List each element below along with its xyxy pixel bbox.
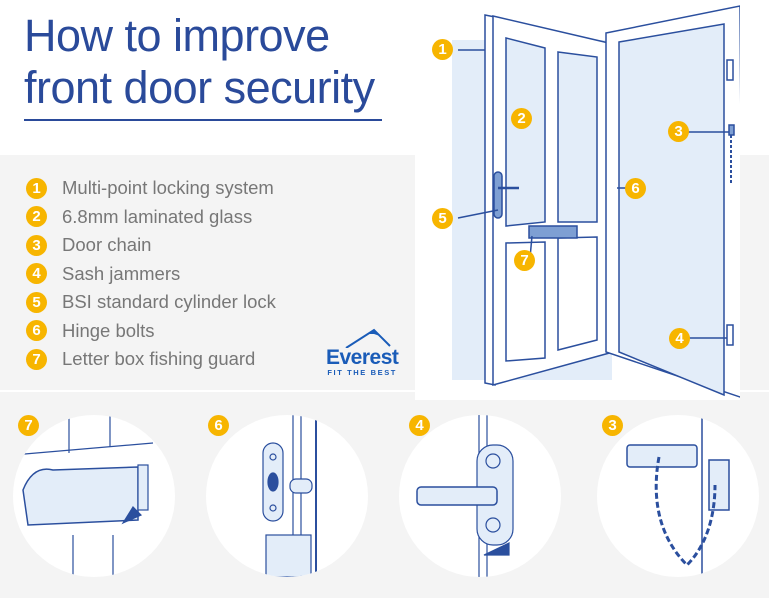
mountain-icon xyxy=(345,328,391,348)
detail-badge-4: 4 xyxy=(409,415,430,436)
callout-badge-4: 4 xyxy=(669,328,690,349)
callout-badge-7: 7 xyxy=(514,250,535,271)
page-title: How to improve front door security xyxy=(24,10,375,113)
number-badge: 3 xyxy=(26,234,47,256)
number-badge: 6 xyxy=(26,320,47,342)
callout-badge-5: 5 xyxy=(432,208,453,229)
detail-badge-7: 7 xyxy=(18,415,39,436)
feature-label: Door chain xyxy=(62,234,152,256)
detail-door-chain xyxy=(597,415,759,577)
callout-badge-3: 3 xyxy=(668,121,689,142)
detail-sash-jammer xyxy=(399,415,561,577)
number-badge: 1 xyxy=(26,177,47,199)
callout-badge-6: 6 xyxy=(625,178,646,199)
detail-letterbox-guard xyxy=(13,415,175,577)
callout-badge-2: 2 xyxy=(511,108,532,129)
detail-badge-6: 6 xyxy=(208,415,229,436)
number-badge: 5 xyxy=(26,291,47,313)
list-item: 2 6.8mm laminated glass xyxy=(26,203,276,232)
list-item: 6 Hinge bolts xyxy=(26,317,276,346)
feature-label: Letter box fishing guard xyxy=(62,348,256,370)
feature-label: 6.8mm laminated glass xyxy=(62,205,253,227)
detail-hinge-bolts xyxy=(206,415,368,577)
feature-list: 1 Multi-point locking system 2 6.8mm lamin… xyxy=(26,174,276,374)
list-item: 3 Door chain xyxy=(26,231,276,260)
callout-badge-1: 1 xyxy=(432,39,453,60)
list-item: 5 BSI standard cylinder lock xyxy=(26,288,276,317)
feature-label: Sash jammers xyxy=(62,262,181,284)
logo-name: Everest xyxy=(326,346,399,369)
list-item: 7 Letter box fishing guard xyxy=(26,345,276,374)
number-badge: 2 xyxy=(26,206,47,228)
door-illustration: 1 2 3 4 5 6 7 xyxy=(415,0,740,400)
feature-label: Hinge bolts xyxy=(62,319,155,341)
detail-badge-3: 3 xyxy=(602,415,623,436)
feature-label: BSI standard cylinder lock xyxy=(62,291,276,313)
list-item: 4 Sash jammers xyxy=(26,260,276,289)
logo-tagline: FIT THE BEST xyxy=(327,368,397,377)
number-badge: 4 xyxy=(26,263,47,285)
list-item: 1 Multi-point locking system xyxy=(26,174,276,203)
title-divider xyxy=(24,119,382,121)
feature-label: Multi-point locking system xyxy=(62,177,274,199)
everest-logo: Everest FIT THE BEST xyxy=(326,328,399,377)
number-badge: 7 xyxy=(26,348,47,370)
